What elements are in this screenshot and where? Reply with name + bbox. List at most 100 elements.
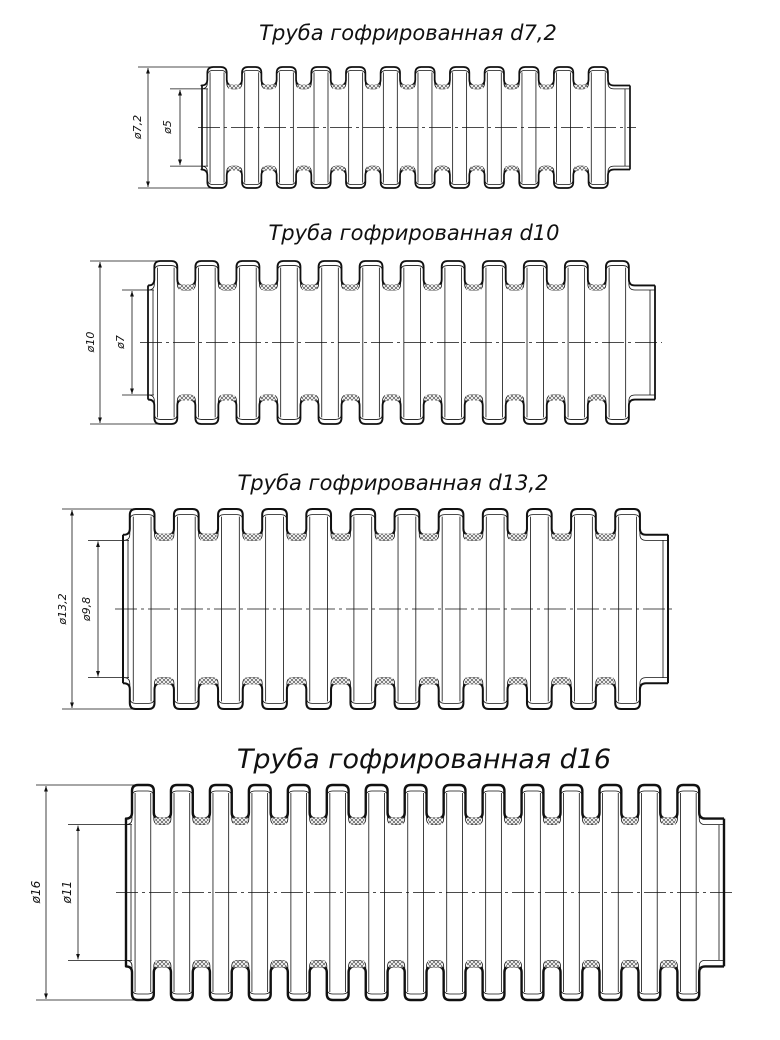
section-hatch (466, 817, 482, 825)
section-hatch (509, 533, 526, 541)
pipe-title: Труба гофрированная d13,2 (237, 471, 548, 495)
pipe-body (90, 260, 662, 425)
section-hatch (583, 960, 598, 968)
section-hatch (540, 166, 553, 171)
section-hatch (574, 166, 588, 171)
section-hatch (244, 677, 261, 685)
section-hatch (505, 817, 521, 825)
section-hatch (589, 394, 605, 401)
outer-wall-bottom (124, 965, 724, 1002)
section-hatch (544, 960, 560, 968)
section-hatch (219, 394, 235, 401)
section-hatch (228, 84, 241, 89)
section-hatch (343, 394, 359, 401)
section-hatch (376, 533, 394, 541)
section-hatch (507, 394, 523, 401)
section-hatch (332, 84, 345, 89)
pipe-body (138, 66, 636, 189)
pipe-title: Труба гофрированная d7,2 (259, 21, 557, 45)
section-hatch (401, 84, 414, 89)
section-hatch (540, 84, 553, 89)
section-hatch (428, 960, 443, 968)
section-hatch (155, 817, 170, 825)
outer-wall-top (147, 260, 655, 287)
inner-diameter-label: ø9,8 (80, 597, 93, 622)
outer-wall-top (124, 783, 724, 820)
section-hatch (262, 84, 276, 89)
section-hatch (156, 677, 173, 685)
section-hatch (233, 960, 248, 968)
section-hatch (343, 284, 359, 291)
section-hatch (425, 284, 441, 291)
section-hatch (583, 817, 598, 825)
section-hatch (464, 533, 482, 541)
section-hatch (178, 394, 194, 401)
section-hatch (288, 533, 305, 541)
section-hatch (425, 394, 441, 401)
section-hatch (661, 960, 676, 968)
outer-diameter-label: ø13,2 (56, 593, 69, 625)
pipe-drawing-d16: Труба гофрированная d16 ø16 ø11 (29, 744, 732, 1002)
section-hatch (200, 533, 217, 541)
section-hatch (155, 960, 170, 968)
section-hatch (622, 960, 637, 968)
inner-wall-bottom (123, 677, 668, 704)
section-hatch (401, 166, 414, 171)
section-hatch (332, 677, 349, 685)
section-hatch (420, 533, 438, 541)
section-hatch (194, 817, 209, 825)
inner-diameter-label: ø11 (60, 881, 74, 905)
section-hatch (297, 84, 310, 89)
inner-wall-top (125, 790, 724, 826)
section-hatch (297, 166, 310, 171)
section-hatch (505, 960, 521, 968)
section-hatch (597, 677, 614, 685)
section-hatch (301, 284, 318, 291)
section-hatch (301, 394, 318, 401)
section-hatch (311, 960, 326, 968)
inner-diameter-label: ø7 (114, 335, 127, 350)
section-hatch (376, 677, 394, 685)
section-hatch (194, 960, 209, 968)
section-hatch (384, 394, 400, 401)
section-hatch (288, 677, 305, 685)
section-hatch (466, 960, 482, 968)
pipe-body (36, 783, 732, 1002)
section-hatch (420, 677, 438, 685)
section-hatch (507, 284, 523, 291)
section-hatch (311, 817, 326, 825)
section-hatch (436, 84, 449, 89)
section-hatch (553, 533, 570, 541)
section-hatch (260, 394, 276, 401)
section-hatch (436, 166, 449, 171)
section-hatch (466, 284, 482, 291)
pipe-title: Труба гофрированная d10 (268, 221, 559, 245)
section-hatch (389, 960, 404, 968)
section-hatch (272, 960, 287, 968)
inner-wall-top (123, 514, 668, 541)
section-hatch (332, 533, 349, 541)
section-hatch (589, 284, 605, 291)
section-hatch (464, 677, 482, 685)
section-hatch (548, 284, 564, 291)
section-hatch (389, 817, 404, 825)
pipe-drawing-d13-2: Труба гофрированная d13,2 ø13,2 ø9,8 (56, 471, 676, 710)
section-hatch (156, 533, 173, 541)
section-hatch (505, 166, 518, 171)
section-hatch (661, 817, 676, 825)
inner-wall-bottom (125, 959, 724, 995)
section-hatch (262, 166, 276, 171)
section-hatch (509, 677, 526, 685)
section-hatch (228, 166, 241, 171)
section-hatch (366, 166, 380, 171)
section-hatch (470, 84, 484, 89)
pipe-drawing-d10: Труба гофрированная d10 ø10 ø7 (84, 221, 662, 425)
section-hatch (219, 284, 235, 291)
section-hatch (272, 817, 287, 825)
section-hatch (244, 533, 261, 541)
outer-diameter-label: ø10 (84, 332, 97, 354)
section-hatch (544, 817, 560, 825)
pipe-title: Труба гофрированная d16 (237, 744, 611, 775)
section-hatch (260, 284, 276, 291)
